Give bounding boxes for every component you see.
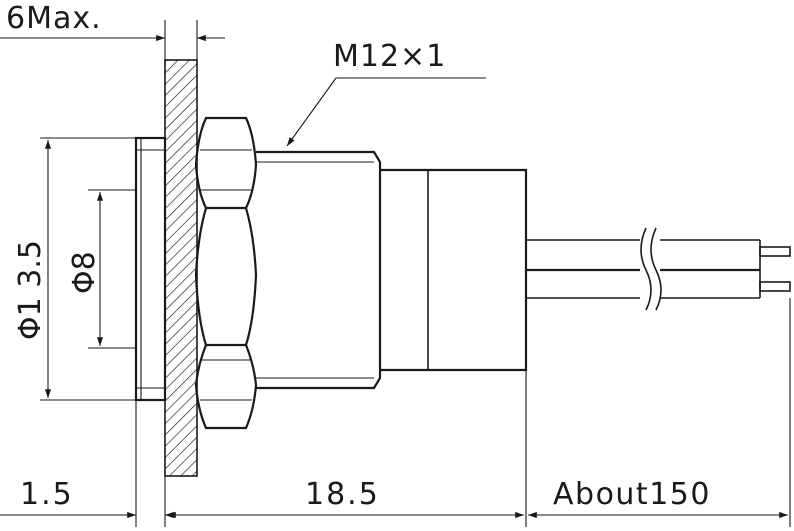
dimension-flange-thickness: 1.5: [0, 477, 185, 519]
body-length-label: 18.5: [305, 477, 380, 512]
dimension-thread: M12×1: [286, 39, 486, 147]
lead-length-label: About150: [553, 477, 711, 512]
hex-nut: [194, 116, 258, 430]
flange-thickness-label: 1.5: [20, 477, 74, 512]
dimension-flange-diameter: Φ1 3.5: [13, 137, 136, 401]
thread-label: M12×1: [333, 39, 446, 74]
dimension-lead-length: About150: [528, 477, 788, 519]
threaded-body: [256, 150, 382, 390]
dimension-body-length: 18.5: [167, 477, 524, 519]
front-flange: [134, 136, 167, 402]
bottom-extension-lines: [135, 298, 791, 527]
flange-diameter-label: Φ1 3.5: [13, 240, 48, 340]
lens-diameter-label: Φ8: [67, 251, 102, 294]
dimension-lens-diameter: Φ8: [67, 189, 136, 349]
mounting-panel: [164, 59, 198, 477]
dimension-panel-thickness: 6Max.: [0, 1, 225, 62]
panel-thickness-label: 6Max.: [6, 1, 102, 36]
lead-wires: [526, 227, 791, 311]
rear-housing: [380, 168, 528, 372]
